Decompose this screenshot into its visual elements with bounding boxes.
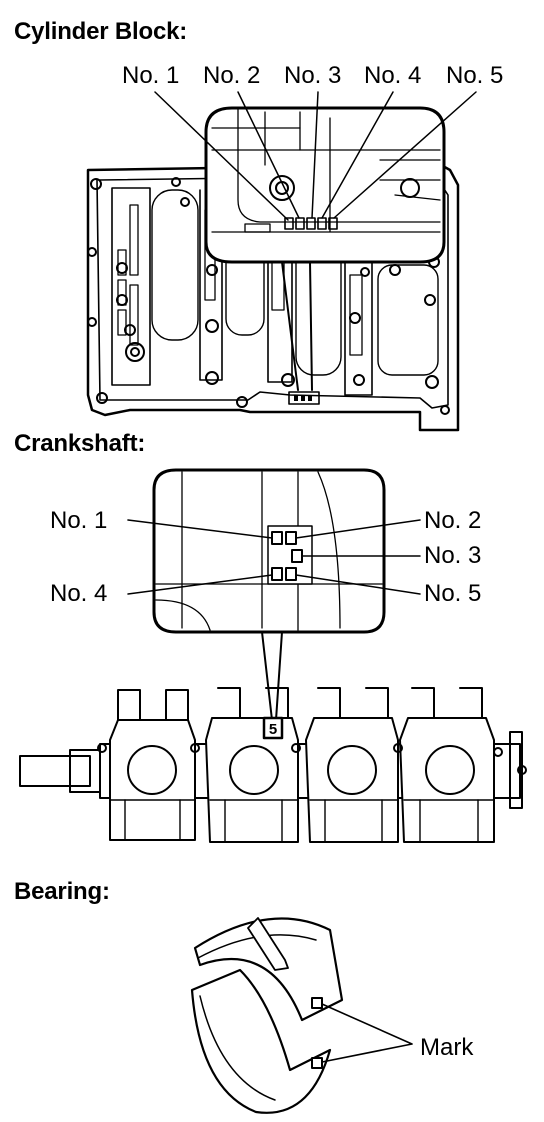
crank-label-no1: No. 1 bbox=[50, 507, 108, 534]
bearing-mark-label: Mark bbox=[420, 1034, 474, 1061]
bearing-heading: Bearing: bbox=[14, 878, 110, 905]
bearing-drawing bbox=[192, 918, 412, 1113]
block-label-no1: No. 1 bbox=[122, 62, 180, 89]
block-label-no3: No. 3 bbox=[284, 62, 342, 89]
cylinder-block-heading: Cylinder Block: bbox=[14, 18, 188, 45]
block-label-no5: No. 5 bbox=[446, 62, 504, 89]
crank-stamped-mark: 5 bbox=[269, 721, 277, 738]
crank-label-no3: No. 3 bbox=[424, 542, 482, 569]
block-label-no4: No. 4 bbox=[364, 62, 422, 89]
block-label-no2: No. 2 bbox=[203, 62, 261, 89]
crankshaft-heading: Crankshaft: bbox=[14, 430, 146, 457]
crank-label-no5: No. 5 bbox=[424, 580, 482, 607]
crank-label-no2: No. 2 bbox=[424, 507, 482, 534]
crankshaft-drawing bbox=[20, 470, 526, 842]
crank-label-no4: No. 4 bbox=[50, 580, 108, 607]
cylinder-block-drawing bbox=[88, 92, 476, 430]
